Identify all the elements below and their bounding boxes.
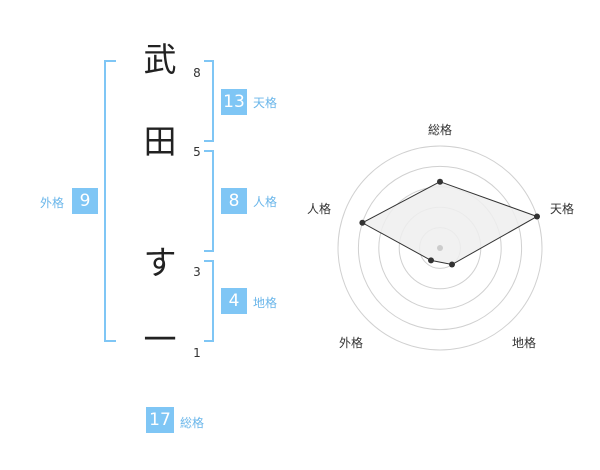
radar-axis-label-5: 人格 xyxy=(307,201,331,216)
soukaku-value: 17 xyxy=(146,407,174,433)
radar-point-5 xyxy=(359,219,366,226)
radar-point-3 xyxy=(448,261,455,268)
radar-axis-label-1: 総格 xyxy=(428,122,452,137)
chikaku-value: 4 xyxy=(221,288,247,314)
radar-point-2 xyxy=(534,213,541,220)
name-char-4: 一 xyxy=(143,320,177,359)
chikaku-label: 地格 xyxy=(253,296,278,310)
radar-center xyxy=(437,245,443,251)
name-char-3: す xyxy=(143,243,177,282)
gaikaku-value: 9 xyxy=(72,188,98,214)
radar-axis-label-3: 地格 xyxy=(512,335,536,350)
stroke-count-4: 1 xyxy=(193,346,201,360)
jinkaku-label: 人格 xyxy=(253,195,278,209)
radar-axis-label-4: 外格 xyxy=(339,335,363,350)
stroke-count-3: 3 xyxy=(193,265,201,279)
gaikaku-bracket xyxy=(104,60,116,342)
tenkaku-label: 天格 xyxy=(253,96,278,110)
name-char-1: 武 xyxy=(143,40,177,79)
gaikaku-label: 外格 xyxy=(40,196,65,210)
soukaku-label: 総格 xyxy=(180,416,205,430)
stroke-count-1: 8 xyxy=(193,66,201,80)
tenkaku-value: 13 xyxy=(221,89,247,115)
name-char-2: 田 xyxy=(143,122,177,161)
radar-area xyxy=(361,181,539,266)
radar-axis-label-2: 天格 xyxy=(550,201,574,216)
radar-point-1 xyxy=(437,178,443,185)
stroke-count-2: 5 xyxy=(193,145,201,159)
jinkaku-bracket xyxy=(204,150,214,252)
radar-point-4 xyxy=(428,257,435,264)
jinkaku-value: 8 xyxy=(221,188,247,214)
chikaku-bracket xyxy=(204,260,214,342)
tenkaku-bracket xyxy=(204,60,214,142)
